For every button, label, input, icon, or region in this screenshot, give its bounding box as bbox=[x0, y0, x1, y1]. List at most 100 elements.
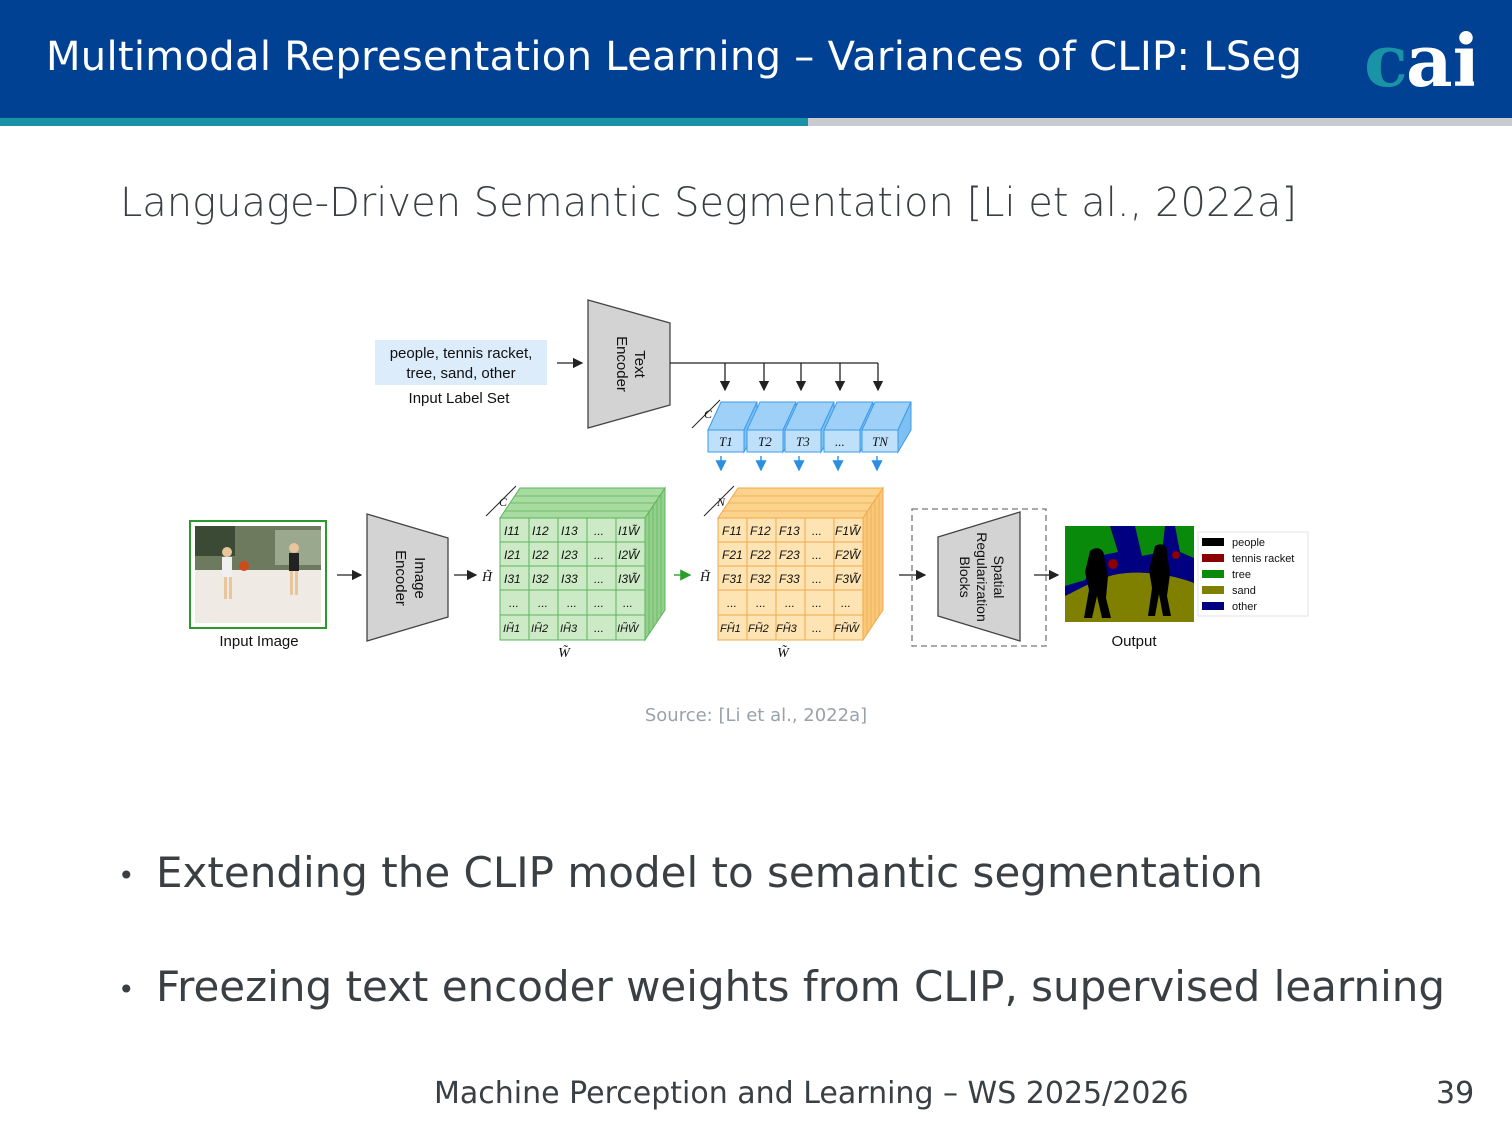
text-cube-dim-line bbox=[691, 399, 721, 429]
image-cell-r0c1: I12 bbox=[532, 524, 549, 538]
spatial-regularization-frame bbox=[911, 508, 1047, 647]
fused-cell-r4c1: FH̃2 bbox=[748, 622, 769, 635]
label-set-box bbox=[375, 340, 547, 385]
lseg-architecture-diagram: people, tennis racket, tree, sand, other… bbox=[189, 299, 1309, 661]
legend-label-tree: tree bbox=[1232, 569, 1251, 581]
image-encoder-line1: Image bbox=[411, 557, 428, 599]
bullet-item-1: • Extending the CLIP model to semantic se… bbox=[118, 848, 1263, 897]
fused-feature-grid bbox=[717, 486, 884, 642]
fused-cell-r2c0: F31 bbox=[722, 572, 743, 586]
image-cell-r0c3: ... bbox=[594, 524, 604, 538]
legend-label-sand: sand bbox=[1232, 585, 1256, 597]
image-cell-r3c3: ... bbox=[594, 596, 604, 610]
footer-course: Machine Perception and Learning – WS 202… bbox=[434, 1076, 1189, 1111]
fused-cell-r4c0: FH̃1 bbox=[720, 622, 741, 635]
header-title: Multimodal Representation Learning – Var… bbox=[46, 34, 1303, 80]
text-cube-5 bbox=[861, 401, 912, 454]
page-number: 39 bbox=[1436, 1076, 1475, 1111]
image-cell-r4c1: IH̃2 bbox=[531, 622, 548, 635]
image-cell-r0c4: I1W̃ bbox=[618, 523, 641, 538]
image-cell-r2c3: ... bbox=[594, 572, 604, 586]
text-token-5: TN bbox=[872, 434, 889, 449]
fused-cell-r4c2: FH̃3 bbox=[776, 622, 798, 635]
fused-cell-r0c4: F1W̃ bbox=[835, 523, 862, 538]
image-grid-dim-h: H̃ bbox=[481, 569, 493, 585]
image-cell-r4c4: IH̃W̃ bbox=[617, 622, 640, 635]
figure-caption: Source: [Li et al., 2022a] bbox=[644, 705, 868, 726]
legend-swatch-tennis-racket bbox=[1202, 554, 1224, 562]
input-image-caption: Input Image bbox=[219, 633, 298, 650]
image-cell-r1c2: I23 bbox=[561, 548, 578, 562]
segmentation-legend: people tennis racket tree sand other bbox=[1202, 537, 1294, 613]
fused-grid-dim-w: W̃ bbox=[777, 645, 790, 661]
slide-heading: Language-Driven Semantic Segmentation [L… bbox=[120, 180, 1297, 226]
image-cell-r4c3: ... bbox=[594, 621, 604, 635]
fused-cell-r1c4: F2W̃ bbox=[835, 547, 862, 562]
label-set-line1: people, tennis racket, bbox=[390, 345, 533, 362]
fused-cell-r2c2: F33 bbox=[779, 572, 800, 586]
legend-label-other: other bbox=[1232, 601, 1257, 613]
image-encoder-block bbox=[366, 513, 449, 642]
bullet-dot-icon: • bbox=[118, 859, 135, 892]
bullet-text-1: Extending the CLIP model to semantic seg… bbox=[156, 848, 1263, 897]
label-set-caption: Input Label Set bbox=[409, 390, 511, 407]
image-cell-r4c2: IH̃3 bbox=[560, 622, 578, 635]
image-cell-r2c4: I3W̃ bbox=[618, 571, 641, 586]
text-token-4: ... bbox=[835, 434, 845, 449]
text-to-fusion-arrows bbox=[715, 456, 883, 472]
header-stripe-gray bbox=[808, 118, 1512, 126]
text-token-1: T1 bbox=[719, 434, 733, 449]
header-stripe-accent bbox=[0, 118, 808, 126]
image-cell-r3c0: ... bbox=[509, 596, 519, 610]
fused-cell-r0c0: F11 bbox=[722, 524, 742, 538]
fused-cell-r3c4: ... bbox=[841, 596, 851, 610]
logo-letter-c: c bbox=[1364, 18, 1408, 98]
fused-cell-r0c1: F12 bbox=[750, 524, 771, 538]
slide-header: Multimodal Representation Learning – Var… bbox=[0, 0, 1512, 118]
image-cell-r2c1: I32 bbox=[532, 572, 549, 586]
image-cell-r2c2: I33 bbox=[561, 572, 578, 586]
legend-label-tennis-racket: tennis racket bbox=[1232, 553, 1294, 565]
legend-swatch-tree bbox=[1202, 570, 1224, 578]
fused-cell-r3c0: ... bbox=[727, 596, 737, 610]
image-cell-r0c2: I13 bbox=[561, 524, 578, 538]
fused-cell-r2c3: ... bbox=[812, 572, 822, 586]
fused-cell-r2c4: F3W̃ bbox=[835, 571, 862, 586]
spatial-line2: Regularization bbox=[974, 532, 990, 622]
logo-letters-ai: ai bbox=[1406, 18, 1474, 98]
image-feature-grid bbox=[499, 486, 666, 642]
legend-swatch-sand bbox=[1202, 586, 1224, 594]
text-cube-dim-c: C bbox=[704, 407, 713, 421]
image-cell-r4c0: IH̃1 bbox=[503, 622, 520, 635]
fused-cell-r1c1: F22 bbox=[750, 548, 771, 562]
image-cell-r0c0: I11 bbox=[504, 524, 520, 538]
text-fanout-arrows bbox=[719, 363, 884, 392]
text-token-3: T3 bbox=[796, 434, 810, 449]
fused-cell-r1c3: ... bbox=[812, 548, 822, 562]
image-cell-r3c4: ... bbox=[623, 596, 633, 610]
text-cube-3 bbox=[784, 401, 835, 454]
image-grid-dim-line bbox=[485, 485, 517, 517]
image-cell-r3c1: ... bbox=[538, 596, 548, 610]
input-image-photo bbox=[195, 526, 321, 623]
image-grid-cells: I11 I12 I13 ... I1W̃ I21 I22 I23 ... I2W… bbox=[503, 523, 641, 635]
image-cell-r1c1: I22 bbox=[532, 548, 549, 562]
fused-cell-r3c2: ... bbox=[785, 596, 795, 610]
image-cell-r3c2: ... bbox=[567, 596, 577, 610]
text-encoder-line2: Encoder bbox=[613, 336, 630, 392]
fused-cell-r0c2: F13 bbox=[779, 524, 800, 538]
bullet-dot-icon: • bbox=[118, 973, 135, 1006]
cai-logo: c ai bbox=[1364, 18, 1474, 98]
fused-grid-dim-h: H̃ bbox=[699, 569, 711, 585]
image-grid-dim-w: W̃ bbox=[558, 645, 571, 661]
image-cell-r1c3: ... bbox=[594, 548, 604, 562]
image-cell-r1c0: I21 bbox=[504, 548, 521, 562]
image-encoder-line2: Encoder bbox=[392, 550, 409, 606]
bullet-text-2: Freezing text encoder weights from CLIP,… bbox=[156, 962, 1446, 1011]
image-cell-r2c0: I31 bbox=[504, 572, 521, 586]
spatial-regularization-block bbox=[937, 511, 1021, 642]
fused-cell-r4c4: FH̃W̃ bbox=[834, 622, 861, 635]
bullet-item-2: • Freezing text encoder weights from CLIP… bbox=[118, 962, 1445, 1011]
fused-cell-r4c3: ... bbox=[812, 621, 822, 635]
fused-cell-r1c0: F21 bbox=[722, 548, 743, 562]
